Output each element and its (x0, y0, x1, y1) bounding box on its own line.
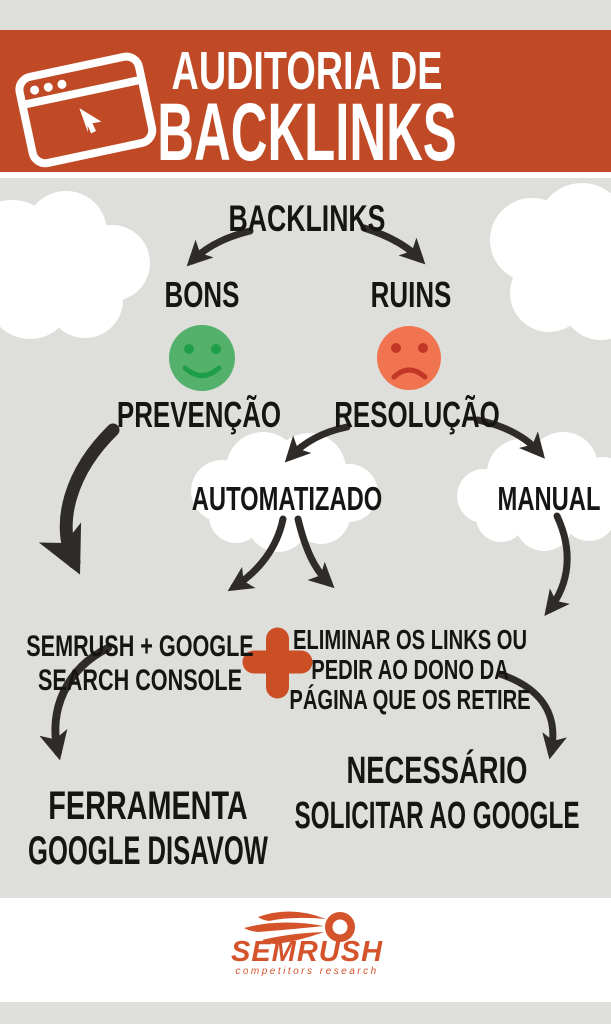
node-automatizado: AUTOMATIZADO (191, 480, 383, 517)
node-request-line2: SOLICITAR AO GOOGLE (294, 795, 580, 837)
browser-dot-icon (43, 82, 53, 92)
bottom-strip (0, 1002, 611, 1024)
arrow-resolucao-to-automatizado (284, 423, 351, 463)
arrow-backlinks-to-bons (186, 227, 254, 267)
node-prevencao: PREVENÇÃO (116, 394, 282, 435)
node-disavow-line1: FERRAMENTA (48, 784, 248, 828)
node-bons: BONS (164, 274, 240, 315)
browser-titlebar-line (23, 76, 141, 109)
browser-window-frame (15, 52, 157, 168)
cloud-manual (457, 432, 611, 551)
browser-dot-icon (30, 85, 40, 95)
arrow-automatizado-to-console (227, 515, 287, 592)
arrow-backlinks-to-ruins (360, 224, 426, 265)
node-resolucao: RESOLUÇÃO (334, 394, 500, 435)
browser-window-cursor-icon (15, 52, 157, 168)
page-title-line2: BACKLINKS (157, 87, 457, 178)
header-banner: AUDITORIA DE BACKLINKS (0, 30, 611, 178)
browser-dot-icon (57, 79, 67, 89)
semrush-flame-icon (244, 911, 355, 944)
node-eliminate-line1: ELIMINAR OS LINKS OU (292, 624, 528, 655)
page-title-line1: AUDITORIA DE (171, 41, 443, 101)
smiley-sad-icon (377, 326, 441, 390)
node-disavow-line2: GOOGLE DISAVOW (28, 829, 268, 873)
arrow-eliminate-to-request (496, 670, 567, 760)
smiley-happy-icon (169, 325, 235, 391)
node-backlinks: BACKLINKS (228, 198, 386, 239)
arrow-console-to-disavow (39, 644, 112, 761)
node-eliminate-line3: PÁGINA QUE OS RETIRE (289, 684, 531, 715)
semrush-brand-text: SEMRUSH (230, 936, 384, 968)
node-manual: MANUAL (497, 480, 601, 517)
arrow-manual-down (544, 512, 571, 616)
plus-icon (242, 627, 313, 699)
arrow-automatizado-to-eliminate (294, 515, 335, 589)
node-eliminate-line2: PEDIR AO DONO DA (311, 654, 509, 685)
semrush-tagline-text: competitors research (235, 966, 379, 977)
node-console-line2: SEARCH CONSOLE (37, 664, 243, 697)
cloud-right (490, 183, 611, 340)
cloud-left (0, 191, 150, 339)
cursor-arrow-icon (79, 108, 102, 134)
node-request-line1: NECESSÁRIO (346, 750, 528, 792)
node-console-line1: SEMRUSH + GOOGLE (26, 630, 254, 663)
arrow-resolucao-to-manual (474, 416, 545, 459)
arrow-prevencao-down (38, 423, 120, 575)
node-ruins: RUINS (370, 274, 452, 315)
footer-band: SEMRUSH competitors research (0, 898, 611, 1002)
